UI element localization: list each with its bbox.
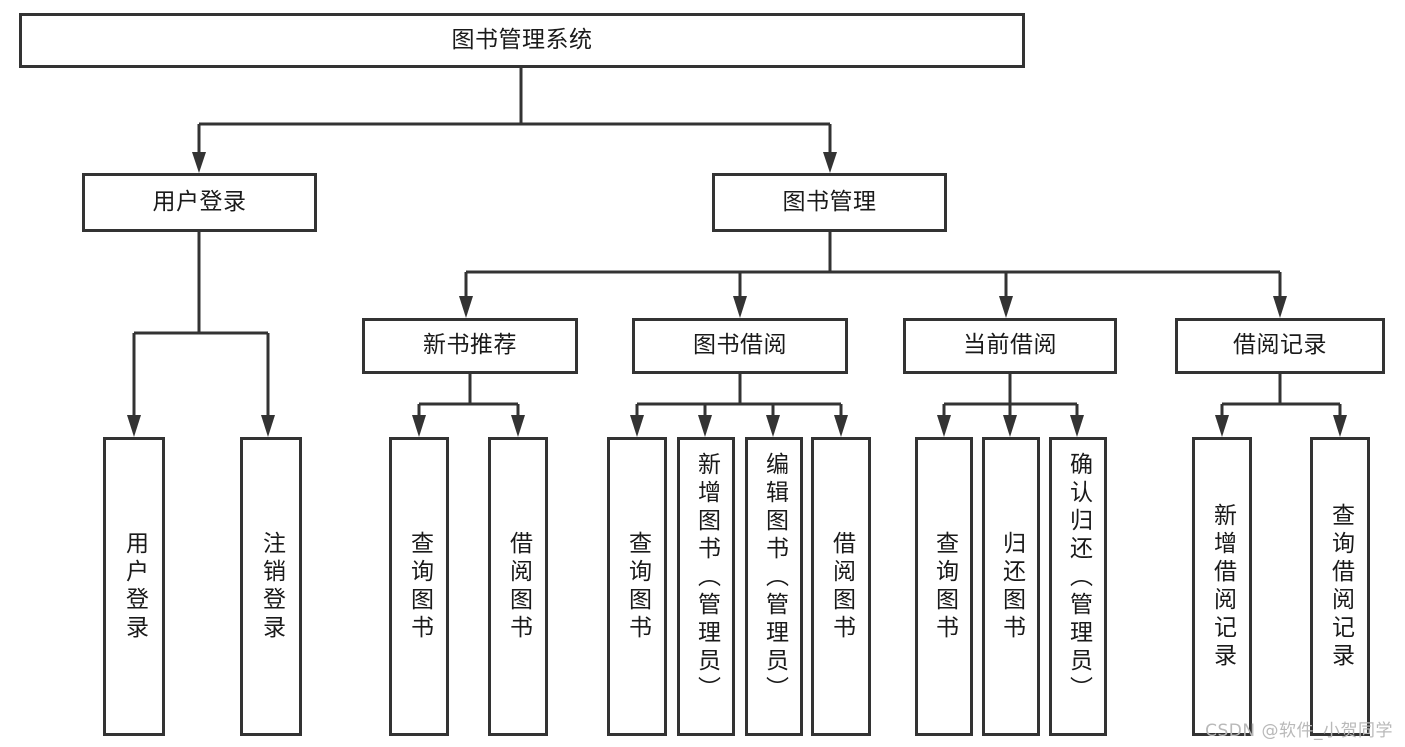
edge-book-manage-to-book-borrow (733, 272, 747, 318)
edge-root-to-user-login (192, 124, 206, 173)
node-label: 查询图书 (931, 530, 958, 643)
edge-new-book-rec-stem (419, 374, 518, 406)
node-label: 归还图书 (998, 530, 1025, 643)
leaf-edit-book-admin[interactable]: 编辑图书（管理员） (745, 437, 803, 736)
leaf-logout-login[interactable]: 注销登录 (240, 437, 302, 736)
leaf-query-book-recommendation[interactable]: 查询图书 (389, 437, 449, 736)
leaf-add-borrow-record[interactable]: 新增借阅记录 (1192, 437, 1252, 736)
node-user-login[interactable]: 用户登录 (82, 173, 317, 232)
node-label: 图书借阅 (693, 332, 787, 359)
node-book-borrowing[interactable]: 图书借阅 (632, 318, 848, 374)
leaf-user-login[interactable]: 用户登录 (103, 437, 165, 736)
edge-book-manage-to-borrow-record (1273, 272, 1287, 318)
leaf-borrow-book-recommendation[interactable]: 借阅图书 (488, 437, 548, 736)
edge-current-borrow-to-leaf-return-book (1003, 404, 1017, 437)
leaf-query-book-current[interactable]: 查询图书 (915, 437, 973, 736)
leaf-return-book[interactable]: 归还图书 (982, 437, 1040, 736)
node-label: 用户登录 (152, 188, 247, 215)
edge-book-manage-to-current-borrow (999, 272, 1013, 318)
leaf-borrow-book-borrowing[interactable]: 借阅图书 (811, 437, 871, 736)
edge-user-login-to-leaf-logout (261, 333, 275, 437)
leaf-query-borrow-record[interactable]: 查询借阅记录 (1310, 437, 1370, 736)
node-label: 查询图书 (624, 530, 651, 643)
node-new-book-recommendation[interactable]: 新书推荐 (362, 318, 578, 374)
edge-user-login-stem (134, 232, 268, 335)
edge-borrow-record-to-leaf-query-record (1333, 404, 1347, 437)
node-label: 新增图书（管理员） (693, 452, 720, 704)
node-label: 注销登录 (258, 530, 285, 643)
edge-book-manage-to-new-book-rec (459, 272, 473, 318)
edge-root-to-book-manage (823, 124, 837, 173)
node-label: 新增借阅记录 (1209, 502, 1236, 671)
node-label: 查询借阅记录 (1327, 502, 1354, 671)
node-label: 确认归还（管理员） (1065, 452, 1092, 704)
node-current-borrowing[interactable]: 当前借阅 (903, 318, 1117, 374)
node-book-management[interactable]: 图书管理 (712, 173, 947, 232)
edge-book-borrow-to-leaf-edit-book (766, 404, 780, 437)
leaf-add-book-admin[interactable]: 新增图书（管理员） (677, 437, 735, 736)
node-borrowing-record[interactable]: 借阅记录 (1175, 318, 1385, 374)
node-root-book-management-system[interactable]: 图书管理系统 (19, 13, 1025, 68)
node-label: 查询图书 (406, 530, 433, 643)
node-label: 借阅图书 (505, 530, 532, 643)
node-label: 编辑图书（管理员） (761, 452, 788, 704)
node-label: 图书管理 (782, 188, 877, 215)
edge-current-borrow-stem (944, 374, 1077, 406)
node-label: 图书管理系统 (451, 26, 593, 53)
edge-borrow-record-to-leaf-add-record (1215, 404, 1229, 437)
edge-book-borrow-to-leaf-add-book (698, 404, 712, 437)
edge-book-borrow-stem (637, 374, 841, 406)
edge-book-manage-stem (466, 232, 1280, 274)
edge-book-borrow-to-leaf-query-book-2 (630, 404, 644, 437)
edge-new-book-rec-to-leaf-query-book-1 (412, 404, 426, 437)
leaf-confirm-return-admin[interactable]: 确认归还（管理员） (1049, 437, 1107, 736)
edge-borrow-record-stem (1222, 374, 1340, 406)
edge-current-borrow-to-leaf-confirm-return (1070, 404, 1084, 437)
edge-user-login-to-leaf-user-login (127, 333, 141, 437)
node-label: 新书推荐 (423, 332, 517, 359)
leaf-query-book-borrowing[interactable]: 查询图书 (607, 437, 667, 736)
edge-current-borrow-to-leaf-query-book-3 (937, 404, 951, 437)
edge-new-book-rec-to-leaf-borrow-book-1 (511, 404, 525, 437)
node-label: 借阅记录 (1233, 332, 1327, 359)
edge-book-borrow-to-leaf-borrow-book-2 (834, 404, 848, 437)
node-label: 当前借阅 (963, 332, 1057, 359)
node-label: 用户登录 (121, 530, 148, 643)
node-label: 借阅图书 (828, 530, 855, 643)
